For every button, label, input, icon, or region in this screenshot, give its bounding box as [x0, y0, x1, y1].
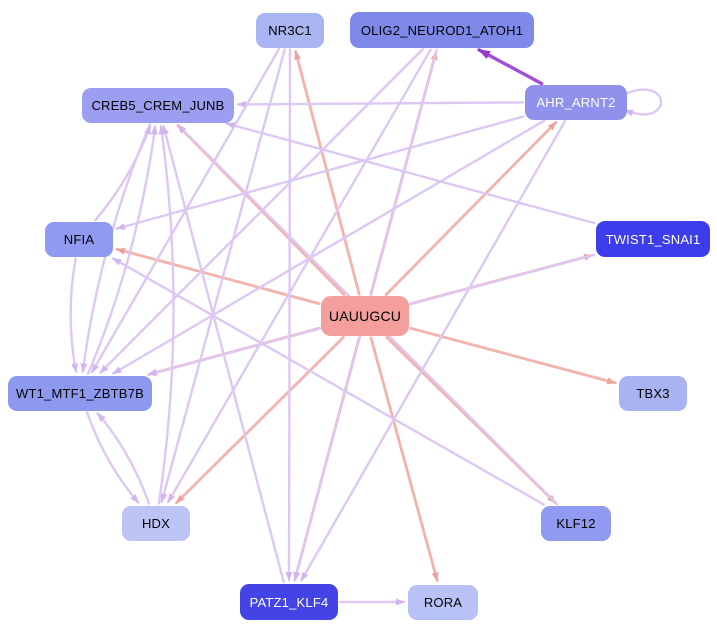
node-patz1_klf4[interactable]: PATZ1_KLF4: [240, 584, 338, 620]
node-twist1_snai1[interactable]: TWIST1_SNAI1: [596, 221, 710, 257]
edge-ahr_arnt2-to-patz1_klf4: [300, 120, 567, 582]
edge-ahr_arnt2-to-wt1_mtf1_zbtb7b: [112, 119, 546, 375]
edge-nr3c1-to-hdx: [160, 48, 286, 503]
edge-uauugcu-to-ahr_arnt2: [384, 120, 558, 296]
node-olig2_neurod1_atoh1[interactable]: OLIG2_NEUROD1_ATOH1: [350, 12, 534, 48]
edge-twist1_snai1-to-creb5_crem_junb: [225, 122, 596, 225]
edge-wt1_mtf1_zbtb7b-to-hdx: [85, 411, 140, 504]
edge-olig2_neurod1_atoh1-to-wt1_mtf1_zbtb7b: [99, 48, 424, 374]
edge-wt1_mtf1_zbtb7b-to-creb5_crem_junb: [86, 125, 158, 375]
edge-ahr_arnt2-to-olig2_neurod1_atoh1: [477, 48, 544, 86]
edge-uauugcu-to-nfia: [115, 247, 321, 305]
edge-uauugcu-to-rora: [369, 336, 439, 582]
edge-uauugcu-to-hdx: [175, 336, 345, 505]
node-uauugcu[interactable]: UAUUGCU: [321, 296, 409, 336]
edge-hdx-to-creb5_crem_junb: [157, 125, 175, 505]
edge-ahr_arnt2-to-creb5_crem_junb: [236, 100, 525, 108]
edge-ahr_arnt2-to-nfia: [115, 115, 525, 230]
node-nfia[interactable]: NFIA: [45, 221, 113, 257]
edge-patz1_klf4-to-creb5_crem_junb: [162, 125, 285, 584]
edge-ahr_arnt2-to-ahr_arnt2: [623, 88, 662, 117]
node-tbx3[interactable]: TBX3: [619, 375, 687, 411]
edge-klf12-to-nfia: [111, 257, 545, 506]
edge-uauugcu-to-tbx3: [409, 326, 617, 385]
edge-uauugcu-to-nr3c1: [294, 50, 361, 296]
edge-olig2_neurod1_atoh1-to-hdx: [167, 48, 432, 504]
node-wt1_mtf1_zbtb7b[interactable]: WT1_MTF1_ZBTB7B: [8, 375, 152, 411]
edge-nr3c1-to-patz1_klf4: [285, 48, 293, 582]
edge-hdx-to-wt1_mtf1_zbtb7b: [96, 412, 151, 505]
node-nr3c1[interactable]: NR3C1: [256, 12, 324, 48]
edge-nfia-to-creb5_crem_junb: [94, 125, 152, 222]
node-hdx[interactable]: HDX: [122, 505, 190, 541]
node-rora[interactable]: RORA: [408, 584, 478, 620]
node-creb5_crem_junb[interactable]: CREB5_CREM_JUNB: [82, 87, 234, 123]
node-ahr_arnt2[interactable]: AHR_ARNT2: [525, 84, 627, 120]
edge-nfia-to-wt1_mtf1_zbtb7b: [69, 257, 78, 373]
node-klf12[interactable]: KLF12: [541, 505, 611, 541]
